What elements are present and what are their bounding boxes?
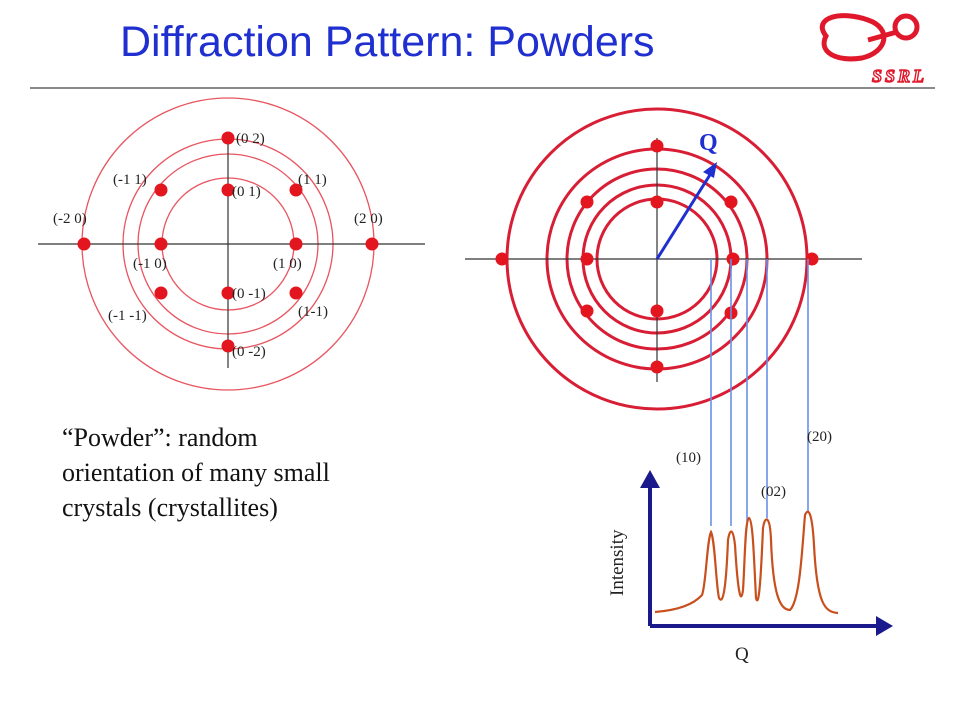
slide-title: Diffraction Pattern: Powders bbox=[120, 18, 655, 66]
q-vector-label: Q bbox=[699, 130, 718, 156]
single-crystal-pattern: (0 2) (-1 1) (0 1) (1 1) (-2 0) (2 0) (-… bbox=[38, 97, 425, 391]
spot-label: (0 2) bbox=[236, 131, 265, 147]
spot-m1-m1 bbox=[154, 286, 168, 300]
powder-spot bbox=[580, 252, 594, 266]
spot-0-m2 bbox=[221, 339, 235, 353]
caption-line: orientation of many small bbox=[62, 458, 330, 487]
caption-line: “Powder”: random bbox=[62, 423, 258, 452]
spot-label: (-1 1) bbox=[113, 172, 147, 188]
spot-0-m1 bbox=[221, 286, 235, 300]
y-axis-arrowhead bbox=[640, 470, 660, 488]
spot-1-1 bbox=[289, 183, 303, 197]
x-axis-arrowhead bbox=[876, 616, 893, 636]
spot-label: (-1 0) bbox=[133, 256, 167, 272]
spot-label: (1-1) bbox=[298, 304, 328, 320]
peak-label: (10) bbox=[676, 450, 701, 466]
powder-spot bbox=[650, 360, 664, 374]
spot-label: (1 0) bbox=[273, 256, 302, 272]
spot-2-0 bbox=[365, 237, 379, 251]
caption-line: crystals (crystallites) bbox=[62, 493, 278, 522]
spot-label: (-2 0) bbox=[53, 211, 87, 227]
spot-1-m1 bbox=[289, 286, 303, 300]
q-axis-label: Q bbox=[735, 644, 749, 665]
spot-label: (1 1) bbox=[298, 172, 327, 188]
spot-label: (-1 -1) bbox=[108, 308, 147, 324]
intensity-plot: Intensity Q (10) (02) (20) bbox=[607, 429, 893, 665]
spot-0-2 bbox=[221, 131, 235, 145]
spot-label: (0 -1) bbox=[232, 286, 266, 302]
powder-spot bbox=[650, 195, 664, 209]
ssrl-logo: SSRL bbox=[819, 13, 927, 87]
intensity-axis-label: Intensity bbox=[607, 529, 628, 596]
logo-text: SSRL bbox=[872, 66, 927, 86]
q-vector-arrowhead bbox=[703, 162, 717, 178]
powder-caption: “Powder”: random orientation of many sma… bbox=[62, 420, 422, 525]
spot-m2-0 bbox=[77, 237, 91, 251]
spot-0-1 bbox=[221, 183, 235, 197]
q-vector bbox=[655, 169, 715, 260]
spot-label: (0 -2) bbox=[232, 344, 266, 360]
logo-connector bbox=[867, 29, 898, 43]
peak-label: (20) bbox=[807, 429, 832, 445]
powder-spot bbox=[650, 139, 664, 153]
powder-spot bbox=[580, 195, 594, 209]
powder-spot bbox=[724, 195, 738, 209]
logo-small-ring bbox=[892, 13, 920, 41]
spot-label: (0 1) bbox=[232, 184, 261, 200]
powder-spot bbox=[495, 252, 509, 266]
powder-spot bbox=[726, 252, 740, 266]
projection-lines bbox=[710, 259, 809, 526]
powder-spot bbox=[580, 304, 594, 318]
powder-rings-pattern: Q bbox=[465, 107, 862, 411]
spot-m1-1 bbox=[154, 183, 168, 197]
powder-spot bbox=[650, 304, 664, 318]
spot-m1-0 bbox=[154, 237, 168, 251]
spot-label: (2 0) bbox=[354, 211, 383, 227]
peak-label: (02) bbox=[761, 484, 786, 500]
diffraction-trace bbox=[654, 510, 839, 615]
spot-1-0 bbox=[289, 237, 303, 251]
